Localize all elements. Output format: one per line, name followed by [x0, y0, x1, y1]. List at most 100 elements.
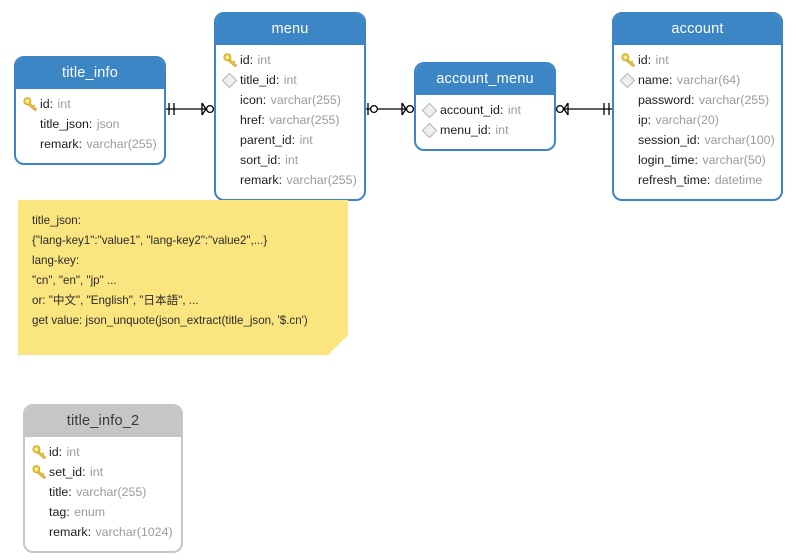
- field-marker: [23, 96, 40, 112]
- field-marker: [23, 136, 40, 152]
- field-row[interactable]: remark: varchar(255): [216, 170, 364, 190]
- field-name: name: [638, 73, 669, 87]
- field-marker: [223, 52, 240, 68]
- field-separator: :: [262, 93, 267, 107]
- field-separator: :: [249, 53, 254, 67]
- field-row[interactable]: title_id: int: [216, 70, 364, 90]
- field-row[interactable]: set_id: int: [25, 462, 181, 482]
- field-row[interactable]: id: int: [216, 50, 364, 70]
- field-separator: :: [68, 485, 72, 499]
- entity-title-menu: menu: [216, 14, 364, 45]
- field-type: int: [296, 133, 313, 147]
- field-row[interactable]: parent_id: int: [216, 130, 364, 150]
- entity-title-account_menu: account_menu: [416, 64, 554, 95]
- field-name: login_time: [638, 153, 695, 167]
- field-marker: [223, 172, 240, 188]
- sticky-note[interactable]: title_json:{"lang-key1":"value1", "lang-…: [18, 200, 348, 355]
- field-type: varchar(255): [265, 113, 340, 127]
- field-type: varchar(255): [283, 173, 357, 187]
- field-type: int: [254, 53, 271, 67]
- field-type: varchar(255): [72, 485, 147, 499]
- field-marker: [32, 464, 49, 480]
- field-marker: [421, 102, 440, 119]
- relationship-account_menu-account[interactable]: [556, 97, 612, 121]
- field-type: int: [280, 73, 297, 87]
- field-row[interactable]: refresh_time: datetime: [614, 170, 781, 190]
- field-row[interactable]: title: varchar(255): [25, 482, 181, 502]
- field-type: varchar(20): [652, 113, 719, 127]
- field-type: int: [63, 445, 80, 459]
- field-separator: :: [275, 73, 280, 87]
- field-type: varchar(255): [83, 137, 157, 151]
- note-line: get value: json_unquote(json_extract(tit…: [32, 314, 308, 327]
- field-row[interactable]: title_json: json: [16, 114, 164, 134]
- field-separator: :: [694, 153, 698, 167]
- field-name: remark: [240, 173, 279, 187]
- primary-key-icon: [621, 53, 637, 68]
- field-type: datetime: [711, 173, 763, 187]
- field-separator: :: [58, 445, 63, 459]
- field-name: set_id: [49, 465, 83, 479]
- field-marker: [421, 122, 440, 139]
- field-row[interactable]: sort_id: int: [216, 150, 364, 170]
- field-row[interactable]: menu_id: int: [416, 120, 554, 140]
- relationship-menu-account_menu[interactable]: [366, 97, 414, 121]
- field-marker: [221, 72, 240, 89]
- field-name: title_json: [40, 117, 89, 131]
- field-row[interactable]: remark: varchar(1024): [25, 522, 181, 542]
- field-name: ip: [638, 113, 648, 127]
- note-line: or: "中文", "English", "日本語", ...: [32, 294, 199, 307]
- field-row[interactable]: remark: varchar(255): [16, 134, 164, 154]
- primary-key-icon: [223, 53, 239, 68]
- field-name: refresh_time: [638, 173, 707, 187]
- field-row[interactable]: id: int: [614, 50, 781, 70]
- field-separator: :: [78, 137, 83, 151]
- field-type: int: [86, 465, 104, 479]
- field-name: password: [638, 93, 692, 107]
- field-row[interactable]: icon: varchar(255): [216, 90, 364, 110]
- field-row[interactable]: ip: varchar(20): [614, 110, 781, 130]
- field-row[interactable]: password: varchar(255): [614, 90, 781, 110]
- field-marker: [32, 444, 49, 460]
- field-name: icon: [240, 93, 263, 107]
- field-separator: :: [696, 133, 701, 147]
- field-type: varchar(255): [695, 93, 770, 107]
- foreign-key-diamond-icon: [421, 102, 438, 119]
- field-name: href: [240, 113, 262, 127]
- field-separator: :: [499, 103, 504, 117]
- field-separator: :: [88, 117, 93, 131]
- field-type: enum: [70, 505, 106, 519]
- field-row[interactable]: href: varchar(255): [216, 110, 364, 130]
- field-row[interactable]: session_id: varchar(100): [614, 130, 781, 150]
- field-row[interactable]: name: varchar(64): [614, 70, 781, 90]
- field-separator: :: [669, 73, 673, 87]
- field-row[interactable]: id: int: [16, 94, 164, 114]
- field-type: varchar(100): [701, 133, 775, 147]
- field-separator: :: [87, 525, 92, 539]
- field-marker: [621, 112, 638, 128]
- field-row[interactable]: tag: enum: [25, 502, 181, 522]
- field-type: int: [491, 123, 509, 137]
- entity-title-account: account: [614, 14, 781, 45]
- field-name: tag: [49, 505, 67, 519]
- field-row[interactable]: account_id: int: [416, 100, 554, 120]
- relationship-title_info-menu[interactable]: [166, 97, 214, 121]
- field-name: id: [49, 445, 59, 459]
- field-marker: [32, 524, 49, 540]
- field-row[interactable]: login_time: varchar(50): [614, 150, 781, 170]
- field-row[interactable]: id: int: [25, 442, 181, 462]
- field-separator: :: [487, 123, 491, 137]
- foreign-key-diamond-icon: [619, 72, 636, 89]
- field-type: int: [652, 53, 669, 67]
